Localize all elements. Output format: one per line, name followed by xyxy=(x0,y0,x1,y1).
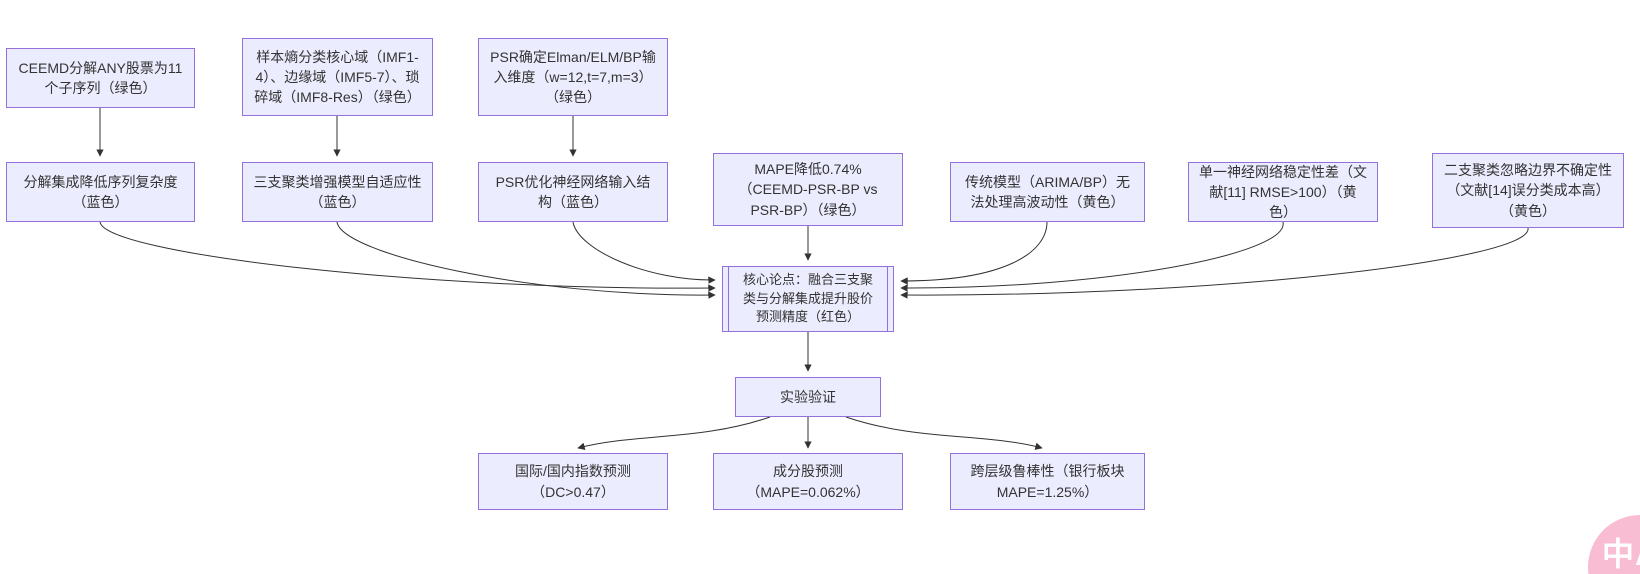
node-core-thesis: 核心论点：融合三支聚类与分解集成提升股价预测精度（红色） xyxy=(722,266,894,332)
node-traditional-model-limit: 传统模型（ARIMA/BP）无法处理高波动性（黄色） xyxy=(950,162,1145,222)
node-two-way-clustering-limit: 二支聚类忽略边界不确定性（文献[14]误分类成本高）（黄色） xyxy=(1432,153,1624,228)
edge-psropt-to-core xyxy=(572,221,716,284)
edge-singlenn-to-core xyxy=(900,221,1284,292)
node-psr-input-dimension: PSR确定Elman/ELM/BP输入维度（w=12,t=7,m=3）（绿色） xyxy=(478,38,668,116)
edge-traditional-to-core xyxy=(900,221,1048,285)
node-experiment-validation: 实验验证 xyxy=(735,377,881,417)
edge-twoway-to-core xyxy=(900,227,1529,299)
node-cross-level-robustness: 跨层级鲁棒性（银行板块MAPE=1.25%） xyxy=(950,453,1145,510)
edge-experiment-to-index xyxy=(577,416,771,450)
translate-badge[interactable]: 中A xyxy=(1588,515,1640,574)
node-psr-optimization: PSR优化神经网络输入结构（蓝色） xyxy=(478,162,668,222)
node-single-nn-instability: 单一神经网络稳定性差（文献[11] RMSE>100）（黄色） xyxy=(1188,162,1378,222)
node-three-way-clustering: 三支聚类增强模型自适应性（蓝色） xyxy=(242,162,433,222)
node-decomposition-ensemble: 分解集成降低序列复杂度（蓝色） xyxy=(6,162,195,222)
edge-decomp-to-core xyxy=(99,221,716,292)
node-index-forecast: 国际/国内指数预测（DC>0.47） xyxy=(478,453,668,510)
node-sample-entropy-domains: 样本熵分类核心域（IMF1-4）、边缘域（IMF5-7）、琐碎域（IMF8-Re… xyxy=(242,38,433,116)
node-constituent-forecast: 成分股预测（MAPE=0.062%） xyxy=(713,453,903,510)
node-ceemd-decomposition: CEEMD分解ANY股票为11个子序列（绿色） xyxy=(6,48,195,108)
node-mape-reduction: MAPE降低0.74%（CEEMD-PSR-BP vs PSR-BP）（绿色） xyxy=(713,153,903,226)
edge-threeway-to-core xyxy=(336,221,716,299)
edge-experiment-to-robustness xyxy=(845,416,1043,450)
